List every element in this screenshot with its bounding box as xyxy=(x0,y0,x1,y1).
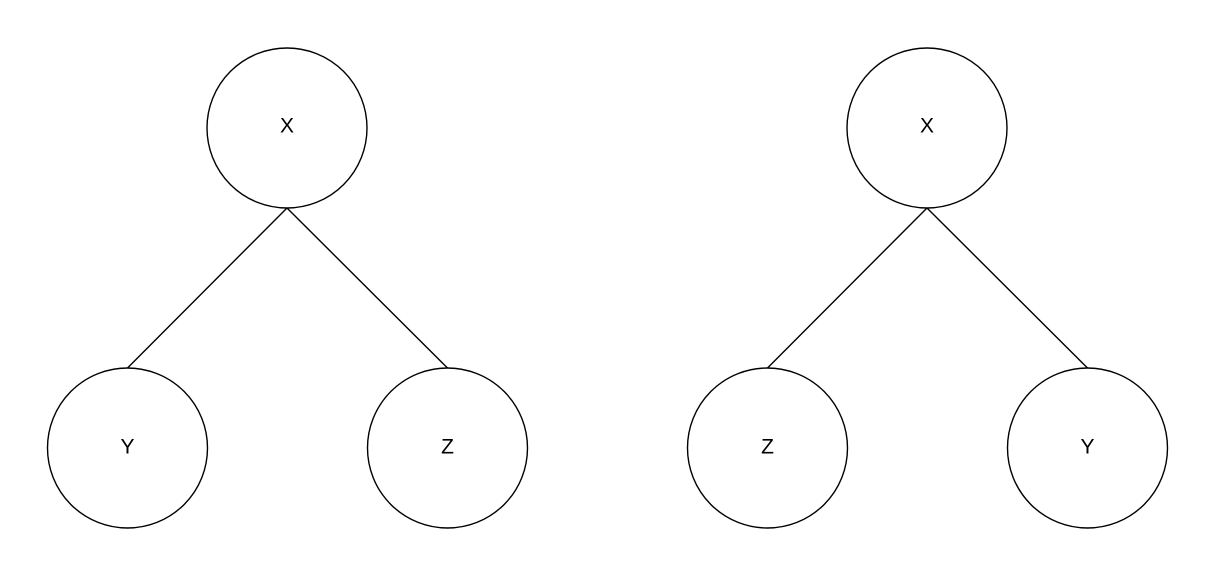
node-label-left-x: X xyxy=(280,115,294,138)
node-circle-left-x xyxy=(206,47,368,209)
node-circle-left-z xyxy=(366,367,529,529)
node-circle-right-x xyxy=(846,47,1008,209)
edge-left-x-to-y xyxy=(127,207,288,369)
node-label-right-z: Z xyxy=(761,436,774,459)
node-label-right-x: X xyxy=(920,115,934,138)
edge-left-x-to-z xyxy=(286,207,448,369)
edge-right-x-to-z xyxy=(767,207,928,369)
binary-tree-left: X Y Z xyxy=(46,47,529,529)
node-label-left-z: Z xyxy=(441,436,454,459)
node-circle-right-z xyxy=(686,367,849,529)
edge-right-x-to-y xyxy=(926,207,1088,369)
node-label-left-y: Y xyxy=(120,436,134,459)
node-circle-right-y xyxy=(1006,367,1169,529)
node-circle-left-y xyxy=(46,367,209,529)
node-label-right-y: Y xyxy=(1080,436,1094,459)
binary-tree-right: X Z Y xyxy=(686,47,1169,529)
